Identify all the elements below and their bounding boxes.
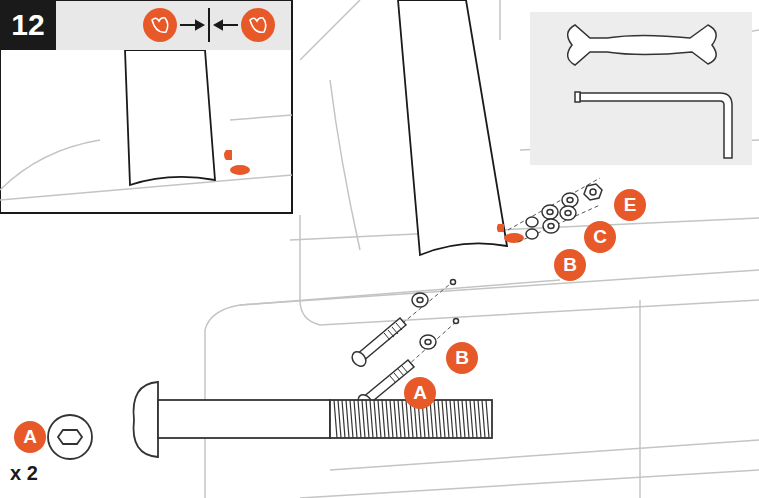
callout-letter: C [584, 221, 616, 253]
thread-line [442, 400, 445, 438]
callout-letter: B [446, 342, 478, 374]
thread-line [434, 400, 437, 438]
thread-line [386, 400, 389, 438]
thread-line [406, 400, 409, 438]
thread-line [370, 400, 373, 438]
step-number: 12 [0, 0, 56, 50]
thread-line [466, 400, 469, 438]
thread-line [358, 400, 361, 438]
quantity-label: x 2 [10, 462, 38, 485]
thread-line [398, 400, 401, 438]
thread-line [342, 400, 345, 438]
thread-line [486, 400, 489, 438]
thread-line [362, 400, 365, 438]
thread-line [394, 400, 397, 438]
thread-line [458, 400, 461, 438]
thread-line [454, 400, 457, 438]
thread-line [346, 400, 349, 438]
thread-line [378, 400, 381, 438]
thread-line [334, 400, 337, 438]
thread-line [390, 400, 393, 438]
thread-line [438, 400, 441, 438]
thread-line [354, 400, 357, 438]
thread-line [450, 400, 453, 438]
thread-line [478, 400, 481, 438]
callout-letter: E [614, 189, 646, 221]
thread-line [482, 400, 485, 438]
callout-letter: A [14, 421, 46, 453]
callout-letter: B [554, 249, 586, 281]
thread-line [350, 400, 353, 438]
thread-line [366, 400, 369, 438]
thread-line [430, 400, 433, 438]
callout-letter: A [404, 377, 436, 409]
thread-line [462, 400, 465, 438]
thread-line [470, 400, 473, 438]
thread-line [474, 400, 477, 438]
thread-line [374, 400, 377, 438]
thread-line [402, 400, 405, 438]
thread-line [446, 400, 449, 438]
thread-line [382, 400, 385, 438]
thread-line [338, 400, 341, 438]
